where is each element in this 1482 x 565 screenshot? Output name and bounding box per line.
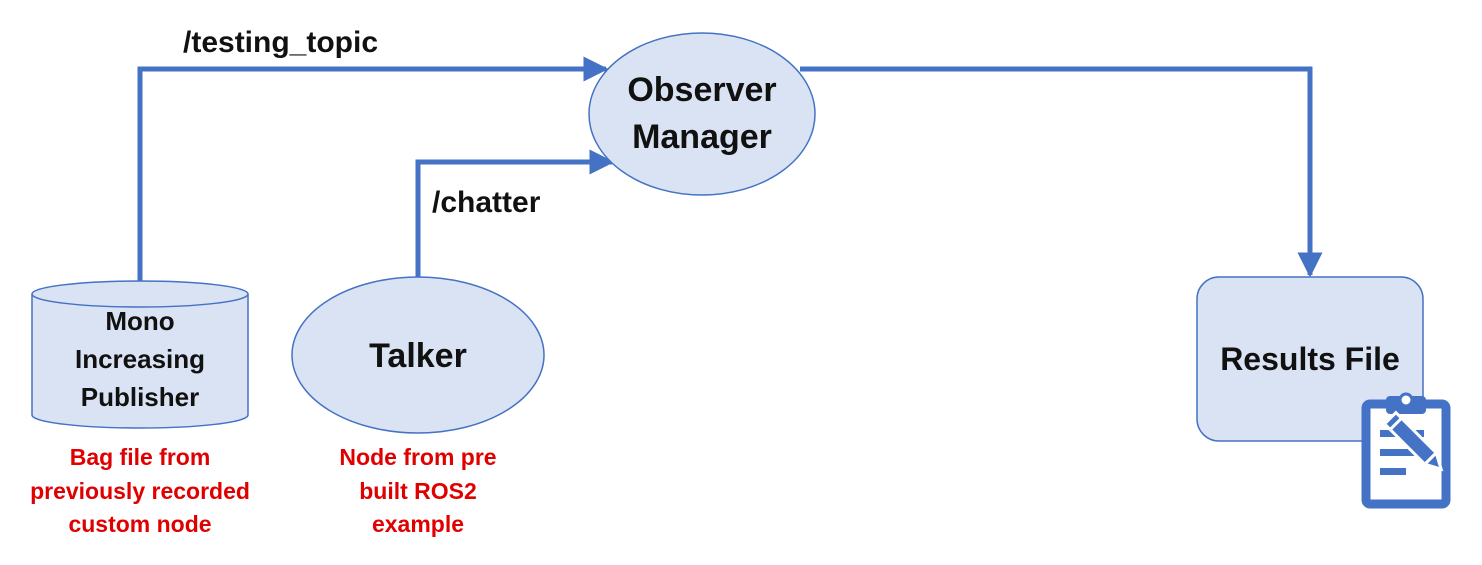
talker-label: Talker	[369, 337, 467, 375]
edge-label-testing-topic: /testing_topic	[183, 26, 378, 59]
cylinder-body	[31, 294, 249, 429]
observer-manager-label-line1: Observer	[627, 71, 776, 109]
edge-label-chatter: /chatter	[432, 186, 541, 219]
annotation-talker: Node from pre built ROS2 example	[339, 444, 496, 537]
results-file-label: Results File	[1220, 341, 1400, 377]
edge-chatter-arrow	[415, 149, 615, 278]
annotation-bag-line1: Bag file from	[70, 444, 211, 470]
annotation-bag-line3: custom node	[68, 511, 211, 537]
clipboard-edit-icon	[1361, 392, 1451, 509]
node-talker: Talker	[291, 276, 545, 434]
talker-shape	[291, 276, 545, 434]
bag-publisher-label-line3: Publisher	[81, 382, 199, 412]
annotation-bag-line2: previously recorded	[30, 478, 250, 504]
results-file-shape	[1196, 276, 1424, 442]
observer-manager-label-line2: Manager	[632, 118, 772, 156]
annotation-bag-publisher: Bag file from previously recorded custom…	[30, 444, 250, 537]
edge-testing-topic-arrow	[137, 56, 609, 283]
annotation-talker-line1: Node from pre	[339, 444, 496, 470]
node-results-file: Results File	[1196, 276, 1424, 442]
annotation-talker-line3: example	[372, 511, 464, 537]
edge-results-arrow	[800, 66, 1323, 278]
node-observer-manager: Observer Manager	[588, 32, 816, 196]
bag-publisher-label-line2: Increasing	[75, 344, 205, 374]
annotation-talker-line2: built ROS2	[359, 478, 477, 504]
observer-manager-shape	[588, 32, 816, 196]
node-bag-publisher: Mono Increasing Publisher	[31, 280, 249, 429]
cylinder-top	[31, 280, 249, 308]
bag-publisher-label-line1: Mono	[105, 306, 174, 336]
